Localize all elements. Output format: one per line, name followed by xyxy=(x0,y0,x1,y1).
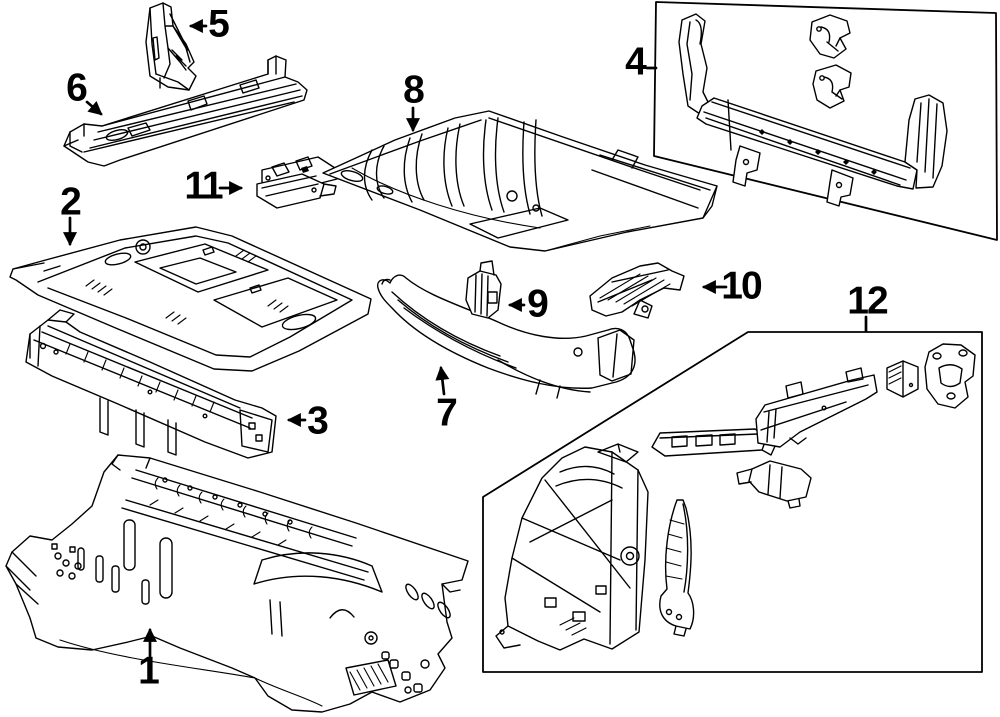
callout-label-12: 12 xyxy=(847,279,888,323)
part-5-pillar-bracket-art xyxy=(145,2,197,91)
part-11-bracket-art xyxy=(256,156,338,209)
part-3-crossmember-art xyxy=(25,309,277,459)
part-12-apron-rail-assembly-art xyxy=(495,343,976,651)
part-9-bracket-art xyxy=(465,260,502,319)
callout-label-10: 10 xyxy=(721,264,762,308)
part-8-rear-floor-pan-art xyxy=(322,110,718,252)
callout-label-11: 11 xyxy=(184,164,223,208)
part-2-center-floor-pan-art xyxy=(9,226,372,372)
callout-label-2: 2 xyxy=(60,180,82,224)
callout-label-4: 4 xyxy=(625,40,647,84)
callout-box-4 xyxy=(653,1,998,241)
callout-label-3: 3 xyxy=(307,399,329,443)
callout-box-12 xyxy=(482,331,983,673)
part-6-rocker-sill-art xyxy=(63,55,308,167)
part-10-bracket-art xyxy=(589,262,685,319)
callout-label-5: 5 xyxy=(208,2,230,46)
callout-label-9: 9 xyxy=(527,282,549,326)
callout-label-1: 1 xyxy=(138,649,160,693)
part-7-crossmember-art xyxy=(376,274,636,399)
callout-arrow-7 xyxy=(435,365,450,396)
part-4-rear-body-panel-art xyxy=(678,13,948,207)
callout-arrows xyxy=(63,19,868,658)
part-1-front-floor-pan-art xyxy=(5,454,469,713)
callout-arrow-6 xyxy=(85,100,103,116)
callout-label-7: 7 xyxy=(436,391,458,435)
callout-label-6: 6 xyxy=(66,66,88,110)
callout-label-8: 8 xyxy=(403,68,425,112)
